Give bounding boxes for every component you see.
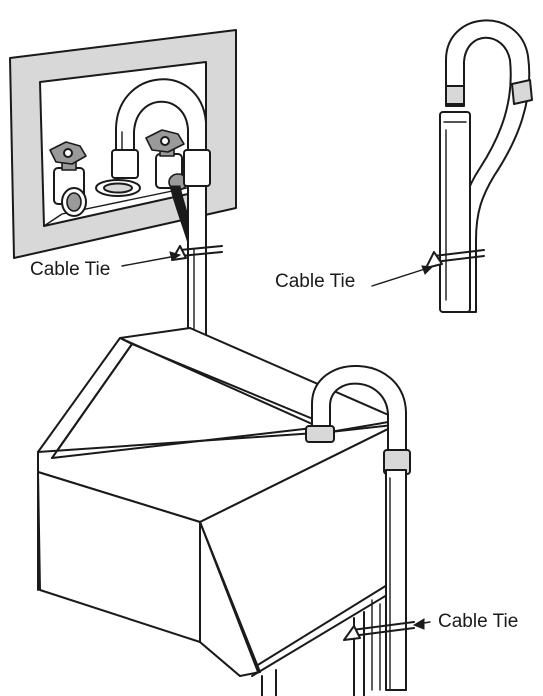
drain-hose-over-tub bbox=[305, 364, 411, 691]
cable-tie-label-1: Cable Tie bbox=[30, 259, 111, 280]
cable-tie-1-arrow-icon bbox=[121, 251, 182, 267]
cable-tie-2-icon bbox=[425, 249, 485, 269]
cable-tie-3-icon bbox=[343, 621, 415, 641]
left-faucet-valve-icon bbox=[49, 141, 87, 217]
cable-tie-2-arrow-icon bbox=[371, 265, 434, 287]
cable-tie-3-arrow-icon bbox=[412, 618, 431, 630]
cable-tie-label-2: Cable Tie bbox=[275, 271, 356, 292]
right-faucet-valve-icon bbox=[145, 129, 185, 189]
laundry-tub bbox=[37, 327, 403, 696]
cable-tie-label-3: Cable Tie bbox=[438, 611, 519, 632]
hose-detail-right bbox=[439, 19, 533, 313]
